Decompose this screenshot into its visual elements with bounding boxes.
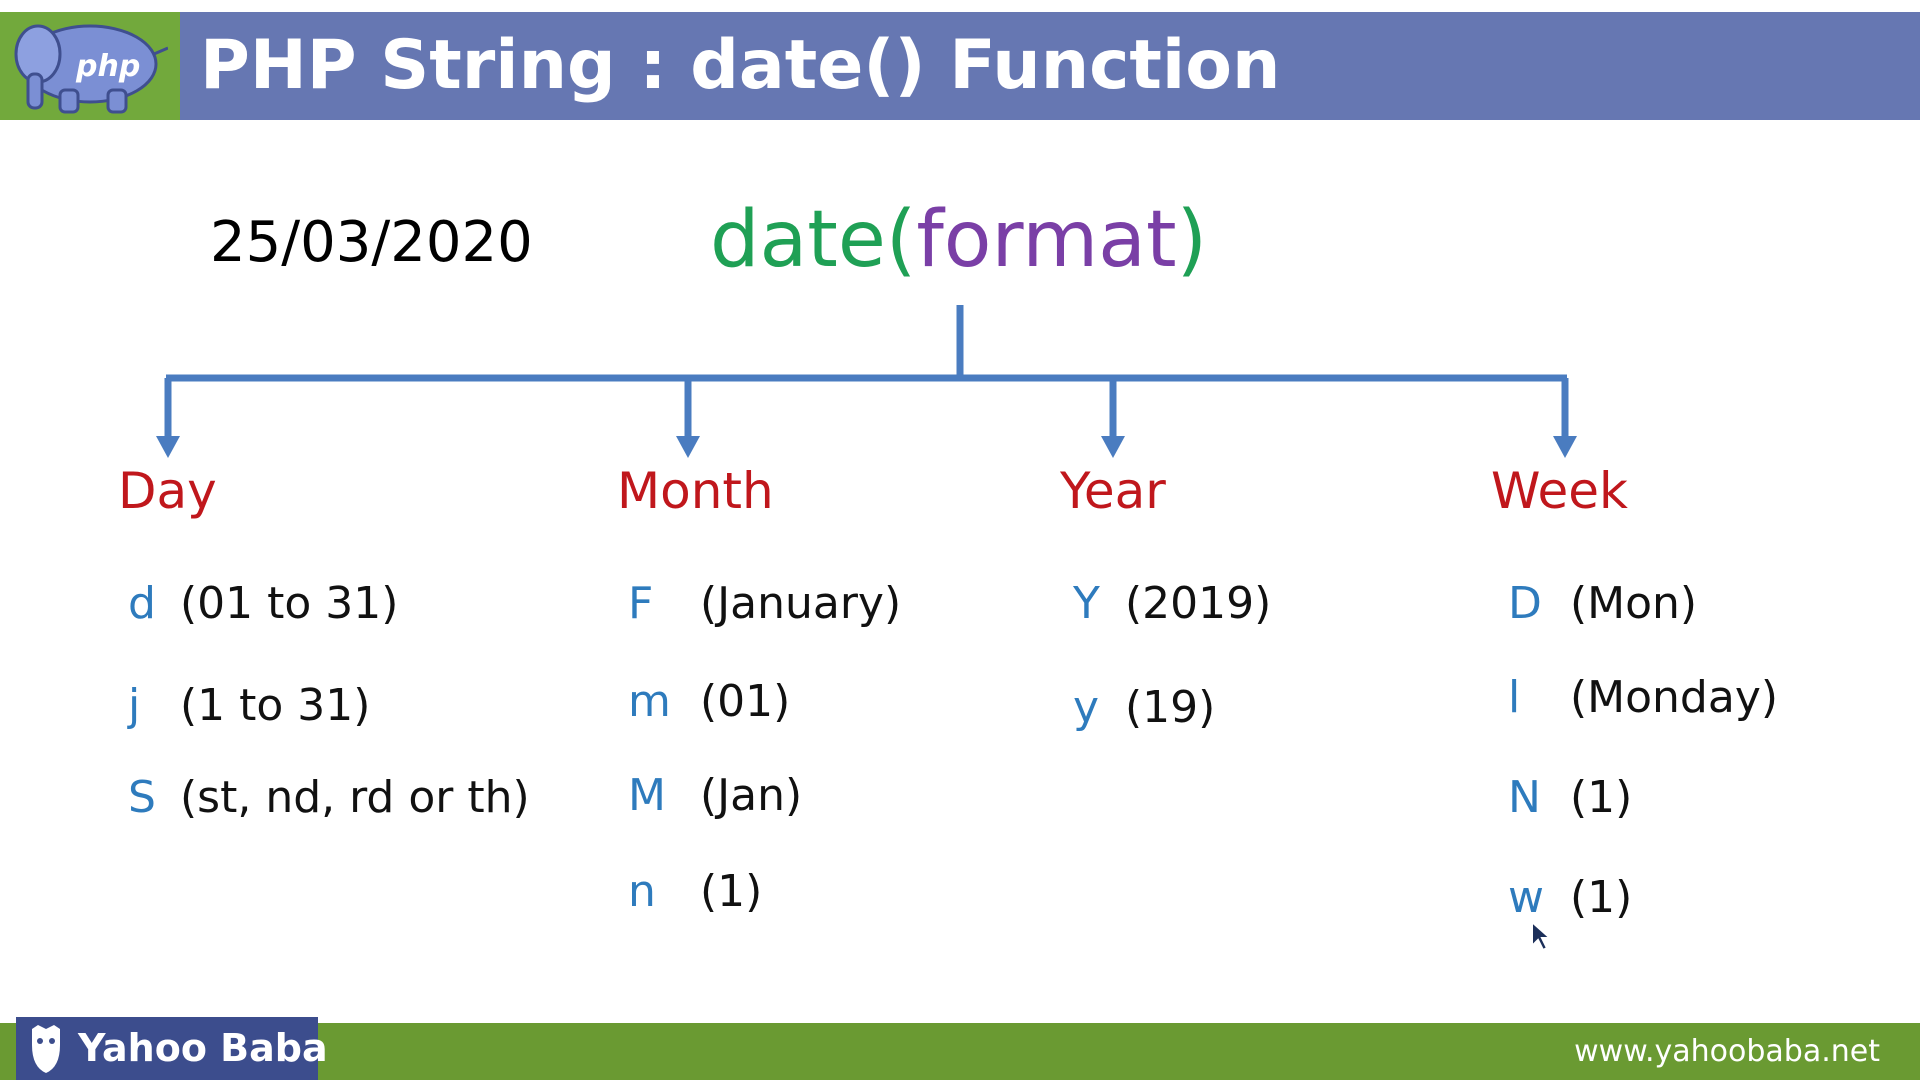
- format-code: j: [128, 680, 141, 731]
- category-day: Day: [118, 462, 217, 520]
- format-description: (st, nd, rd or th): [180, 772, 530, 823]
- month-arrowhead: [676, 436, 700, 458]
- formula-argument: format: [916, 195, 1177, 285]
- svg-text:php: php: [75, 49, 140, 84]
- format-code: N: [1508, 772, 1541, 823]
- format-code: F: [628, 578, 654, 629]
- format-description: (Mon): [1570, 578, 1698, 629]
- format-description: (1): [1570, 772, 1633, 823]
- format-code: S: [128, 772, 156, 823]
- format-code: w: [1508, 872, 1544, 923]
- formula-function: date(: [710, 195, 917, 285]
- format-code: Y: [1073, 578, 1100, 629]
- formula-close: ): [1176, 195, 1207, 285]
- format-description: (19): [1125, 682, 1216, 733]
- date-format-formula: date(format): [710, 195, 1207, 285]
- year-arrowhead: [1101, 436, 1125, 458]
- week-arrowhead: [1553, 436, 1577, 458]
- format-code: D: [1508, 578, 1542, 629]
- example-date: 25/03/2020: [210, 210, 533, 275]
- php-logo: php: [0, 12, 180, 120]
- format-description: (1): [700, 866, 763, 917]
- format-description: (2019): [1125, 578, 1272, 629]
- header-bar: [0, 12, 1920, 120]
- page-title: PHP String : date() Function: [200, 26, 1281, 105]
- format-code: l: [1508, 672, 1521, 723]
- bearded-face-icon: [32, 1025, 60, 1073]
- format-description: (01 to 31): [180, 578, 399, 629]
- website-url: www.yahoobaba.net: [1574, 1034, 1880, 1069]
- format-description: (Monday): [1570, 672, 1779, 723]
- format-description: (1): [1570, 872, 1633, 923]
- php-elephant-icon: php: [14, 24, 168, 114]
- format-tree-connectors: [156, 305, 1577, 458]
- format-code: y: [1073, 682, 1100, 733]
- format-code: m: [628, 676, 671, 727]
- footer-bar: [0, 1023, 1920, 1080]
- format-code: M: [628, 770, 666, 821]
- format-description: (January): [700, 578, 902, 629]
- brand-name: Yahoo Baba: [78, 1026, 328, 1070]
- format-description: (01): [700, 676, 791, 727]
- category-year: Year: [1060, 462, 1166, 520]
- category-month: Month: [617, 462, 774, 520]
- day-arrowhead: [156, 436, 180, 458]
- format-description: (Jan): [700, 770, 803, 821]
- format-code: n: [628, 866, 656, 917]
- category-week: Week: [1491, 462, 1628, 520]
- format-description: (1 to 31): [180, 680, 371, 731]
- brand-badge: Yahoo Baba: [16, 1017, 328, 1080]
- format-code: d: [128, 578, 156, 629]
- mouse-cursor-icon: [1531, 920, 1553, 952]
